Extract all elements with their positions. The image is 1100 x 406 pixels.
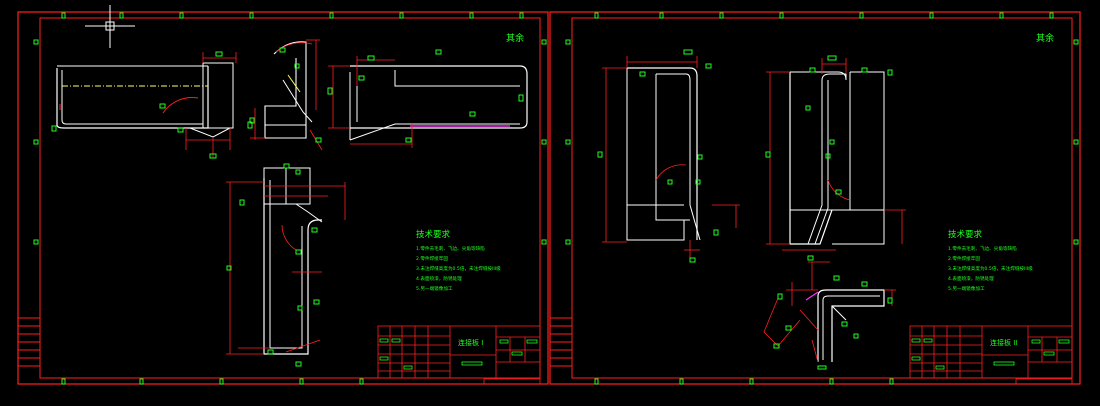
sheet1-title-block [377, 325, 541, 385]
sheet1-note-2: 2.零件焊接牢固 [416, 255, 448, 262]
drawing-sheet-2: 其余 [549, 11, 1081, 385]
sheet2-note-3: 3.未注焊缝高度为0.5倍，未注焊缝按III级 [948, 265, 1033, 272]
sheet2-view-left-bracket [597, 49, 740, 263]
sheet2-outer-frame [549, 11, 1081, 385]
sheet1-notes-title: 技术要求 [416, 229, 451, 240]
sheet1-view-channel-plan [328, 49, 528, 148]
sheet2-note-4: 4.表面喷漆，防锈处理 [948, 275, 994, 282]
sheet1-roughness-mark: 其余 [506, 32, 524, 44]
sheet1-title-block-glyphs [379, 338, 538, 370]
sheet1-left-side-blocks [17, 317, 41, 367]
sheet2-title-block [909, 325, 1073, 385]
sheet1-note-4: 4.表面喷漆，防锈处理 [416, 275, 462, 282]
sheet2-note-2: 2.零件焊接牢固 [948, 255, 980, 262]
sheet1-technical-notes: 技术要求 1.零件去毛刺、飞边、尖角等缺陷 2.零件焊接牢固 3.未注焊缝高度为… [416, 229, 501, 292]
sheet2-zone-ticks [565, 12, 1079, 385]
sheet1-note-3: 3.未注焊缝高度为0.5倍，未注焊缝按III级 [416, 265, 501, 272]
sheet1-crosshair-cursor [85, 5, 135, 48]
sheet2-left-side-blocks [549, 317, 573, 367]
sheet2-notes-title: 技术要求 [948, 229, 983, 240]
drawing-sheet-1: 其余 [17, 5, 549, 385]
sheet2-part-name: 连接板 II [990, 338, 1017, 347]
sheet1-note-5: 5.另一端镜像加工 [416, 285, 453, 292]
sheet2-inner-frame [571, 17, 1073, 379]
sheet1-zone-ticks [33, 12, 547, 385]
sheet2-technical-notes: 技术要求 1.零件去毛刺、飞边、尖角等缺陷 2.零件焊接牢固 3.未注焊缝高度为… [948, 229, 1033, 292]
sheet1-inner-frame [39, 17, 541, 379]
sheet1-part-name: 连接板 I [458, 338, 483, 347]
sheet2-title-block-glyphs [911, 338, 1070, 370]
sheet2-note-5: 5.另一端镜像加工 [948, 285, 985, 292]
sheet1-outer-frame [17, 11, 549, 385]
sheet1-view-channel-front [51, 51, 253, 159]
sheet2-view-right-bracket [765, 55, 906, 251]
sheet2-note-1: 1.零件去毛刺、飞边、尖角等缺陷 [948, 245, 1017, 252]
sheet2-view-corner-joint [763, 255, 896, 370]
sheet2-roughness-mark: 其余 [1036, 32, 1054, 44]
sheet1-view-side-small [249, 39, 333, 151]
sheet1-note-1: 1.零件去毛刺、飞边、尖角等缺陷 [416, 245, 485, 252]
sheet1-view-long-section [226, 163, 346, 367]
